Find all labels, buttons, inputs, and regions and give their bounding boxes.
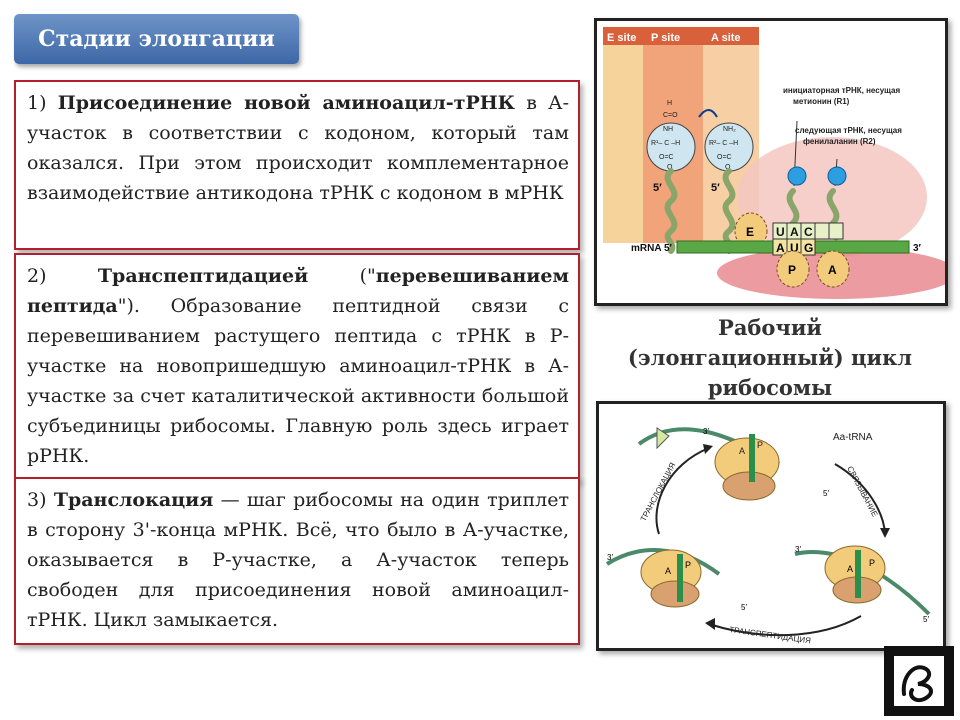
- aa1-nh: NH: [663, 126, 673, 133]
- codon-u: U: [790, 241, 799, 255]
- codon-a: A: [776, 241, 785, 255]
- transpeptidation-arrow: [708, 615, 862, 637]
- right-site-p: P: [869, 558, 875, 568]
- five-prime-2: 5′: [711, 182, 720, 194]
- binding-label: СВЯЗЫВАНИЕ: [845, 465, 879, 519]
- stage-2-subheading: перевешиванием пептида: [27, 265, 569, 317]
- stage-2-text: "). Образование пептидной связи с переве…: [27, 295, 569, 467]
- aa1-h: H: [667, 100, 672, 107]
- stage-1-number: 1): [27, 92, 58, 114]
- aa1-oc: O=C: [659, 154, 674, 161]
- stage-1-text: в А-участок в соответствии с кодоном, ко…: [27, 92, 569, 204]
- e-site-band: [603, 27, 643, 243]
- stage-1-box: 1) Присоединение новой аминоацил-тРНК в …: [14, 80, 580, 250]
- r1-label-line1: инициаторная тРНК, несущая: [783, 86, 900, 95]
- right-site-a: A: [847, 564, 853, 574]
- codon-box-3: [800, 238, 816, 256]
- caption-line-3: рибосомы: [707, 375, 833, 400]
- right-3prime: 3′: [795, 545, 801, 554]
- aa1-co: C=O: [663, 112, 678, 119]
- right-5prime: 5′: [923, 615, 929, 624]
- top-site-p: P: [757, 440, 763, 450]
- stage-2-number: 2): [27, 265, 98, 287]
- stage-2-box: 2) Транспептидацией ("перевешиванием пеп…: [14, 253, 580, 481]
- stage-1-heading: Присоединение новой аминоацил-тРНК: [57, 92, 515, 114]
- anticodon-box-5: [828, 222, 844, 240]
- r1-label-line2: метионин (R1): [793, 97, 850, 106]
- left-trna: [677, 554, 683, 602]
- anticodon-u: U: [776, 225, 785, 239]
- binding-arrow: [834, 463, 886, 535]
- peptide-transfer-arrow: [698, 109, 718, 118]
- left-5prime: 5′: [741, 603, 747, 612]
- translocation-label: ТРАНСЛОКАЦИЯ: [639, 461, 678, 523]
- caption-line-2: (элонгационный) цикл: [627, 345, 913, 370]
- r2-label-line2: фенилаланин (R2): [803, 137, 876, 146]
- phenylalanine-ball: [827, 166, 847, 186]
- top-3prime: 3′: [703, 427, 709, 436]
- left-site-p: P: [685, 560, 691, 570]
- a-site-label: A site: [711, 32, 741, 44]
- aa-trna-label: Aa-tRNA: [833, 432, 873, 443]
- translocation-arrow: [655, 447, 710, 535]
- stage-2-heading: Транспептидацией: [97, 265, 309, 287]
- stage-3-number: 3): [27, 489, 54, 511]
- p-site-letter: P: [788, 263, 796, 277]
- anticodon-a: A: [790, 225, 799, 239]
- slide-title: Стадии элонгации: [14, 14, 299, 64]
- a-site-letter: A: [828, 263, 837, 277]
- caption-line-1: Рабочий: [718, 315, 822, 340]
- e-site-letter: E: [746, 225, 754, 239]
- cycle-caption: Рабочий (элонгационный) цикл рибосомы: [600, 313, 940, 403]
- p-site-label: P site: [651, 32, 680, 44]
- anticodon-box-4: [814, 222, 830, 240]
- aa2-nh2: NH₂: [723, 126, 736, 133]
- codon-g: G: [804, 241, 813, 255]
- transpeptidation-arrowhead: [705, 618, 715, 630]
- aa2-o: O: [725, 164, 731, 171]
- stage-3-heading: Транслокация: [53, 489, 214, 511]
- aa1-r1: R¹– C –H: [651, 140, 680, 147]
- top-5prime: 5′: [823, 489, 829, 498]
- top-site-a: A: [739, 446, 745, 456]
- publisher-logo: [884, 646, 954, 716]
- a-site-oval: [816, 250, 850, 288]
- transpeptidation-label: ТРАНСПЕПТИДАЦИЯ: [729, 625, 812, 645]
- left-ribosome-small: [650, 580, 700, 608]
- translocation-arrowhead: [703, 444, 713, 454]
- mrna-3prime: 3′: [913, 243, 922, 254]
- aa2-oc: O=C: [717, 154, 732, 161]
- right-trna: [855, 550, 861, 598]
- site-header-bar: [603, 27, 759, 45]
- left-site-a: A: [665, 566, 671, 576]
- e-site-label: E site: [607, 32, 636, 44]
- stage-3-box: 3) Транслокация — шаг рибосомы на один т…: [14, 477, 580, 645]
- top-trna: [749, 434, 755, 482]
- elongation-cycle-diagram: A P 3′ 5′ Aa-tRNA СВЯЗЫВАНИЕ A P 3′ 5′ Т…: [596, 401, 946, 651]
- logo-icon: [894, 656, 944, 706]
- peptide-fragment-icon: [656, 427, 670, 450]
- anticodon-c: C: [804, 225, 813, 239]
- five-prime-1: 5′: [653, 182, 662, 194]
- aa2-r2: R²– C –H: [709, 140, 738, 147]
- trna-left-squiggle: [664, 168, 678, 254]
- mrna-label: mRNA 5′: [631, 243, 673, 254]
- left-mrna: [605, 548, 721, 576]
- left-3prime: 3′: [607, 553, 613, 562]
- p-site-oval: [776, 250, 810, 288]
- ribosome-sites-diagram: E site P site A site H C=O NH R¹– C –H O…: [594, 18, 957, 306]
- r2-label-line1: следующая тРНК, несущая: [795, 126, 902, 135]
- methionine-ball: [787, 166, 807, 186]
- stage-3-text: — шаг рибосомы на один триплет в сторону…: [27, 489, 570, 631]
- stage-2-quote-open: (": [308, 265, 376, 287]
- aa1-o: O: [667, 164, 673, 171]
- binding-arrowhead: [880, 528, 890, 538]
